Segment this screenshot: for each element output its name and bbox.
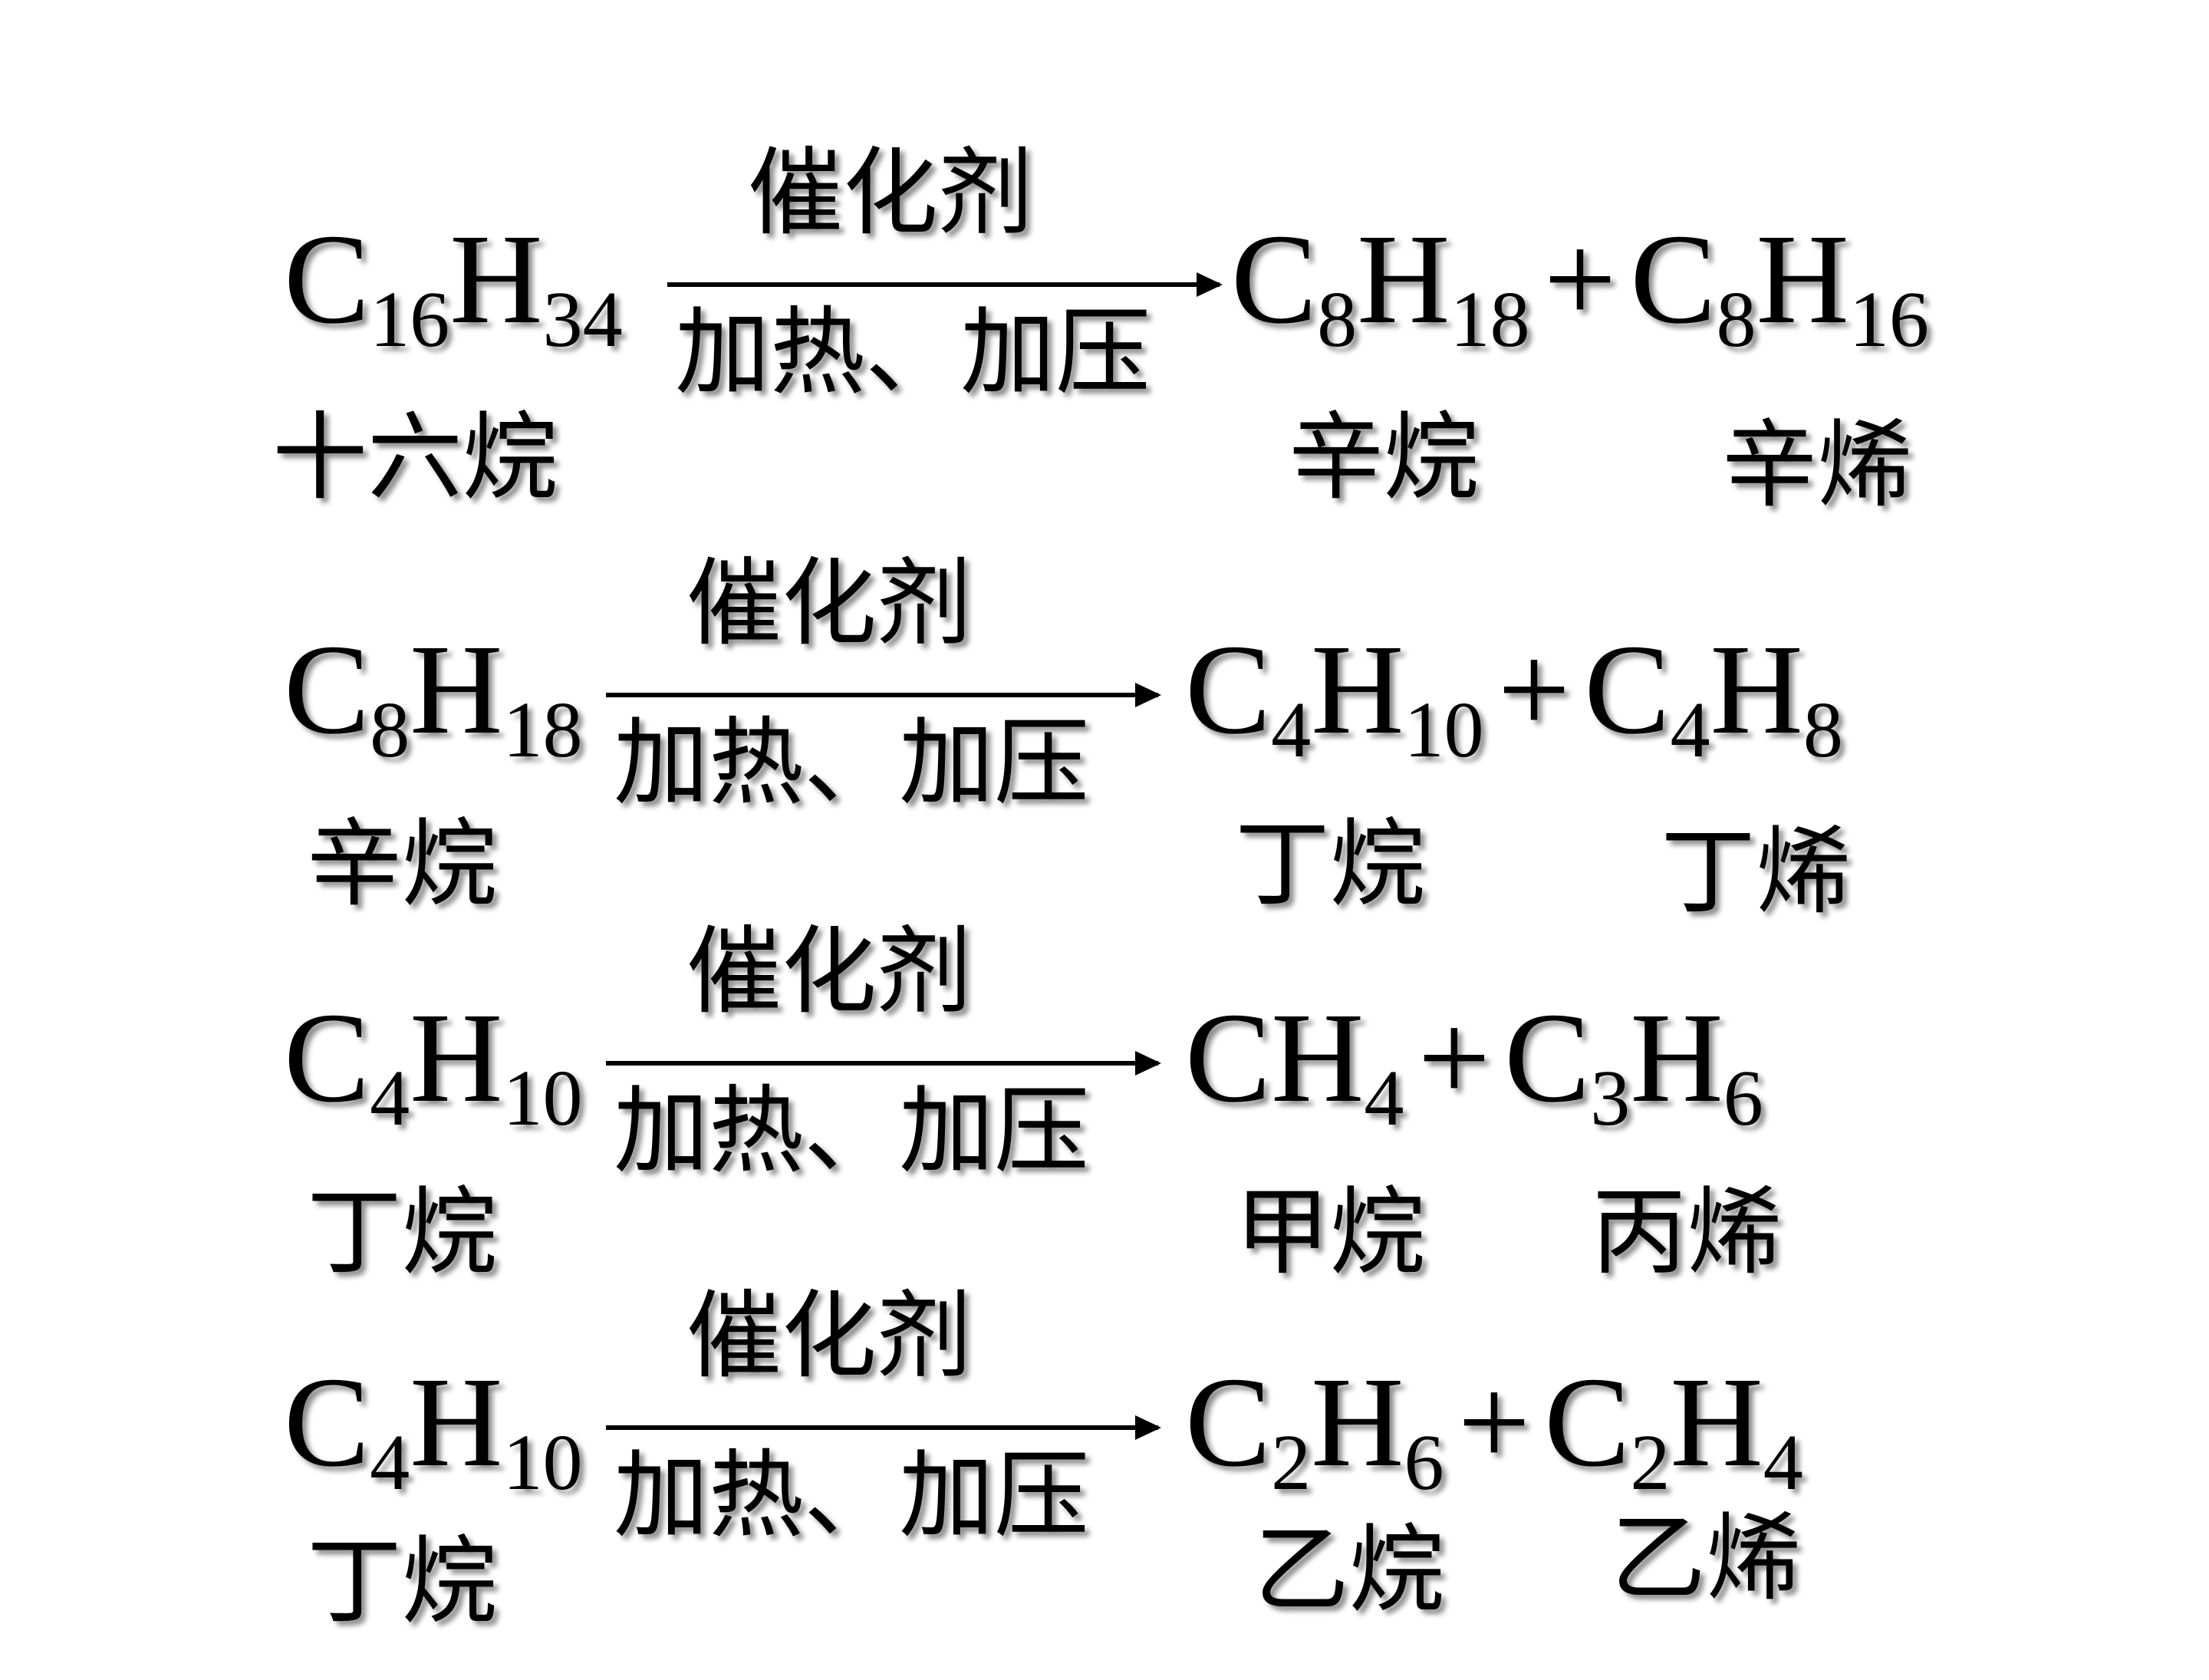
condition-catalyst: 催化剂 bbox=[748, 138, 1034, 249]
product1-name: 丁烷 bbox=[1235, 809, 1426, 920]
reaction-arrow bbox=[606, 1415, 1161, 1440]
reactant-name: 十六烷 bbox=[272, 403, 558, 513]
reaction-3: C4H10 催化剂 加热、加压 CH4+C3H6 丁烷 甲烷 丙烯 bbox=[0, 917, 2209, 1316]
products-formula: C8H18+C8H16 bbox=[1231, 208, 1929, 364]
reactant-formula: C16H34 bbox=[284, 208, 623, 364]
reactant-name: 丁烷 bbox=[307, 1178, 498, 1288]
condition-catalyst: 催化剂 bbox=[686, 548, 973, 659]
products-formula: C4H10+C4H8 bbox=[1185, 618, 1843, 775]
product1-name: 辛烷 bbox=[1289, 403, 1480, 513]
product2-name: 丙烯 bbox=[1592, 1178, 1783, 1288]
reactant-name: 辛烷 bbox=[307, 809, 498, 920]
reaction-4: C4H10 催化剂 加热、加压 C2H6+C2H4 丁烷 乙烷 乙烯 bbox=[0, 1281, 2209, 1680]
reactant-formula: C4H10 bbox=[284, 1351, 583, 1507]
reaction-arrow bbox=[606, 1051, 1161, 1076]
condition-heat-pressure: 加热、加压 bbox=[614, 1076, 1090, 1187]
condition-heat-pressure: 加热、加压 bbox=[675, 298, 1151, 408]
reaction-arrow bbox=[606, 683, 1161, 707]
condition-catalyst: 催化剂 bbox=[686, 917, 973, 1027]
condition-heat-pressure: 加热、加压 bbox=[614, 1441, 1090, 1551]
reactant-formula: C8H18 bbox=[284, 618, 583, 775]
product1-name: 乙烷 bbox=[1254, 1515, 1445, 1626]
products-formula: CH4+C3H6 bbox=[1185, 987, 1763, 1143]
reactant-formula: C4H10 bbox=[284, 987, 583, 1143]
reaction-arrow bbox=[667, 272, 1223, 297]
condition-heat-pressure: 加热、加压 bbox=[614, 708, 1090, 819]
product2-name: 辛烯 bbox=[1722, 410, 1913, 521]
product2-name: 丁烯 bbox=[1661, 817, 1852, 927]
products-formula: C2H6+C2H4 bbox=[1185, 1351, 1803, 1507]
product1-name: 甲烷 bbox=[1235, 1178, 1426, 1288]
reactant-name: 丁烷 bbox=[307, 1527, 498, 1637]
reaction-1: C16H34 催化剂 加热、加压 C8H18+C8H16 十六烷 辛烷 辛烯 bbox=[0, 138, 2209, 537]
condition-catalyst: 催化剂 bbox=[686, 1281, 973, 1392]
reaction-2: C8H18 催化剂 加热、加压 C4H10+C4H8 辛烷 丁烷 丁烯 bbox=[0, 548, 2209, 947]
product2-name: 乙烯 bbox=[1611, 1504, 1802, 1614]
